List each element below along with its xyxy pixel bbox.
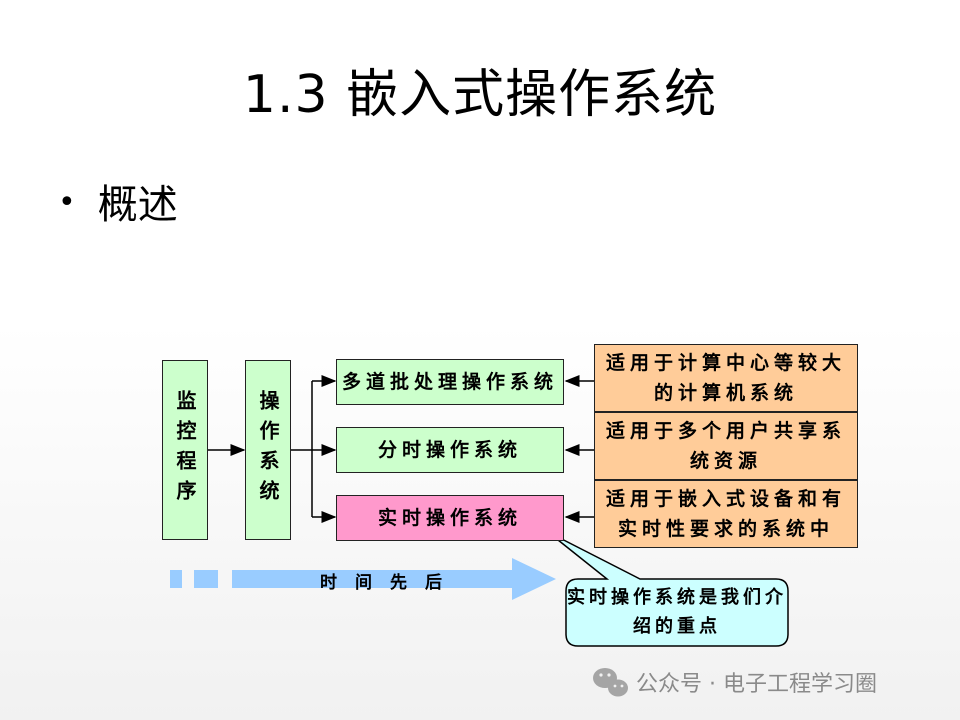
callout-text: 实时操作系统是我们介绍的重点 bbox=[567, 587, 787, 637]
realtime-os-box: 实时操作系统 bbox=[336, 495, 564, 541]
bullet-text: 概述 bbox=[97, 182, 178, 228]
callout-bubble bbox=[547, 531, 789, 647]
batch-os-desc: 适用于计算中心等较大的计算机系统 bbox=[594, 344, 858, 412]
timeline-arrow bbox=[232, 558, 556, 600]
bullet-dot: • bbox=[58, 185, 76, 220]
timeline-dash-1 bbox=[170, 570, 182, 588]
os-box: 操作系统 bbox=[245, 360, 291, 540]
batch-os-box: 多道批处理操作系统 bbox=[336, 359, 564, 405]
timeshare-os-box: 分时操作系统 bbox=[336, 427, 564, 473]
wechat-icon bbox=[593, 668, 628, 697]
watermark: 公众号 · 电子工程学习圈 bbox=[592, 664, 877, 700]
timeline-label: 时间先后 bbox=[320, 572, 460, 593]
bullet-item: • 概述 bbox=[58, 172, 178, 230]
timeshare-os-desc: 适用于多个用户共享系统资源 bbox=[594, 412, 858, 480]
page-title: 1.3 嵌入式操作系统 bbox=[242, 65, 718, 125]
timeline-dash-2 bbox=[194, 570, 218, 588]
monitor-program-box: 监控程序 bbox=[162, 360, 208, 540]
watermark-text: 公众号 · 电子工程学习圈 bbox=[636, 672, 877, 697]
realtime-os-desc: 适用于嵌入式设备和有实时性要求的系统中 bbox=[594, 480, 858, 548]
